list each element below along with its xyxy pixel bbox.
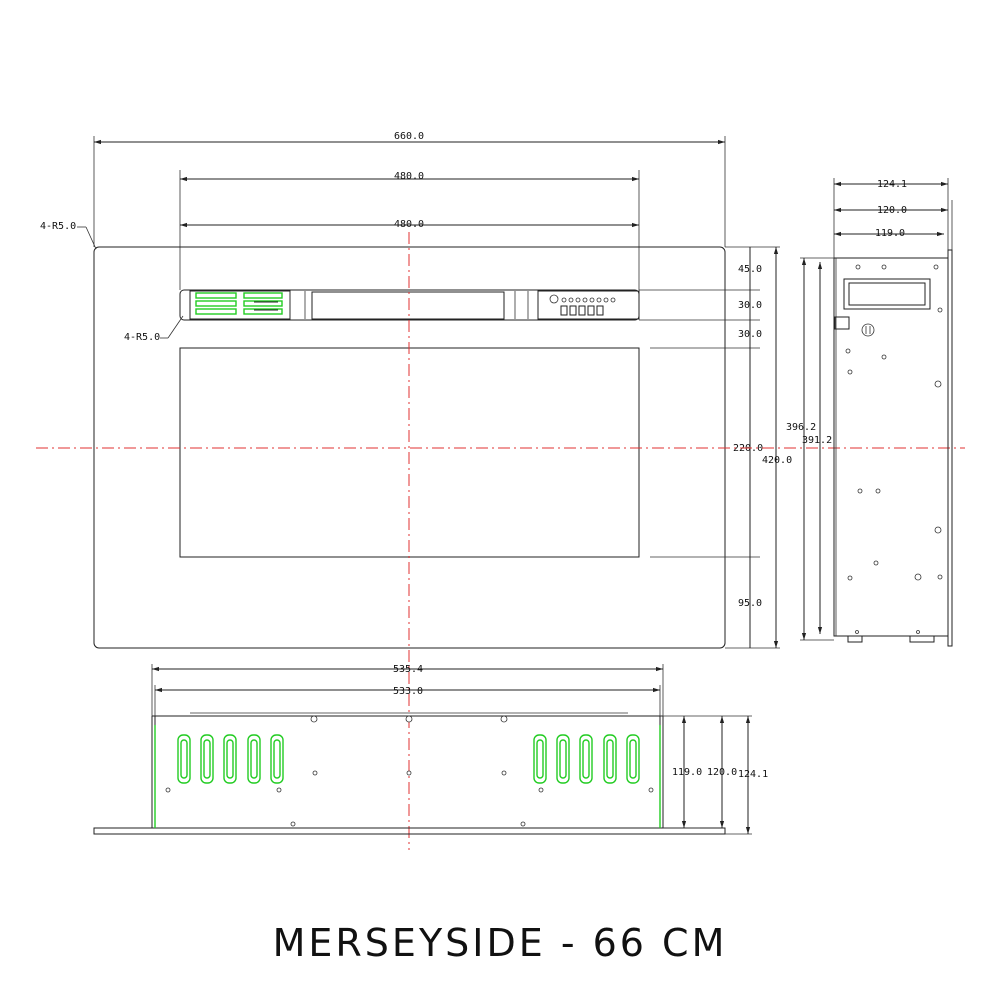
dim-corner-radius-inner: 4-R5.0 [124,332,160,343]
control-panel [537,290,640,320]
dim-top-depth-body: 120.0 [707,767,737,778]
dim-side-depth-body: 120.0 [877,205,907,216]
dim-side-depth-inner: 119.0 [875,228,905,239]
dim-corner-radius-outer: 4-R5.0 [40,221,76,232]
side-display-bracket [843,278,931,310]
dim-side-height-outer: 396.2 [786,422,816,433]
center-lines [36,232,965,850]
dim-overall-height: 420.0 [762,455,792,466]
front-vent-slots [195,292,283,315]
dim-overall-width: 660.0 [394,131,424,142]
dim-top-width-inner: 533.0 [393,686,423,697]
dim-top-depth-total: 124.1 [738,769,768,780]
dim-bottom-margin: 95.0 [738,598,762,609]
top-holes [165,715,654,827]
display-window [311,291,505,320]
dim-glass-width: 480.0 [394,219,424,230]
left-vent-panel [189,290,291,320]
top-view: 535.4 533.0 [93,664,768,835]
control-buttons [549,294,616,316]
dim-control-strip: 30.0 [738,300,762,311]
side-front-panel [947,249,953,647]
product-title: MERSEYSIDE - 66 CM [273,921,728,965]
dim-gap-below-strip: 30.0 [738,329,762,340]
top-vent-slots-left [177,734,284,784]
dim-side-height-inner: 391.2 [802,435,832,446]
dim-frame-width: 480.0 [394,171,424,182]
side-view: 124.1 120.0 119.0 [786,178,953,647]
dim-side-depth-total: 124.1 [877,179,907,190]
dim-top-margin: 45.0 [738,264,762,275]
dim-top-width-outer: 535.4 [393,664,423,675]
top-vent-slots-right [533,734,640,784]
front-view: 660.0 480.0 480.0 4-R5.0 [40,131,792,649]
side-mounting-holes [845,264,943,634]
dim-top-depth-inner: 119.0 [672,767,702,778]
